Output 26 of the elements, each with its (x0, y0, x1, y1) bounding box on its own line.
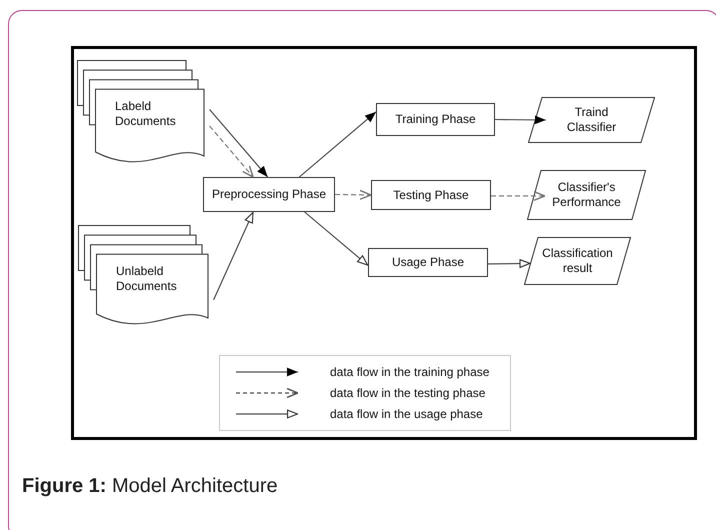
arrow (304, 212, 368, 266)
arrow (299, 112, 376, 178)
process-box (368, 248, 488, 277)
arrow (488, 259, 530, 268)
node-label: Classification result (542, 246, 613, 276)
legend-label: data flow in the usage phase (330, 406, 483, 423)
node-label: Training Phase (395, 112, 476, 127)
arrow (335, 190, 372, 200)
legend-label: data flow in the testing phase (330, 385, 486, 402)
arrow (491, 190, 546, 202)
process-box (376, 103, 495, 136)
node-label: Traind Classifier (566, 105, 618, 135)
node-label: Unlabeld Documents (116, 264, 178, 294)
process-box (371, 180, 491, 210)
arrow (209, 109, 268, 178)
node-label: Labeld Documents (115, 99, 177, 129)
arrow (209, 126, 254, 178)
figure-caption: Figure 1: Model Architecture (22, 474, 278, 499)
node-label: Usage Phase (392, 255, 464, 270)
node-label: Classifier's Performance (552, 180, 621, 210)
node-label: Preprocessing Phase (212, 187, 326, 202)
arrow (495, 116, 546, 124)
process-box (203, 177, 335, 212)
legend-label: data flow in the training phase (330, 364, 490, 381)
node-label: Testing Phase (393, 188, 469, 202)
arrow (213, 212, 254, 300)
